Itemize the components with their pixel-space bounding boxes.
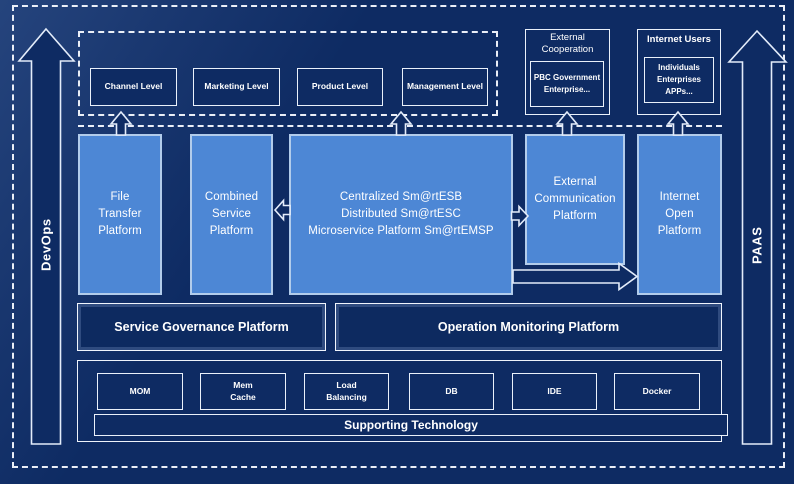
supporting-technology-bar: Supporting Technology xyxy=(94,414,728,436)
service-governance-platform-label: Service Governance Platform xyxy=(114,319,289,334)
tech-label: IDE xyxy=(547,385,562,396)
external-communication-platform-label: External Communication Platform xyxy=(534,176,616,222)
devops-rail-label: DevOps xyxy=(38,218,54,272)
esb-core-platform-box: Centralized Sm@rtESB Distributed Sm@rtES… xyxy=(289,134,513,295)
external-cooperation-box: External Cooperation PBC Government Ente… xyxy=(525,29,610,115)
file-transfer-platform-box: File Transfer Platform xyxy=(78,134,162,295)
internet-users-members-box: Individuals Enterprises APPs... xyxy=(644,57,714,103)
internet-users-members: Individuals Enterprises APPs... xyxy=(656,63,702,96)
internet-open-platform-box: Internet Open Platform xyxy=(637,134,722,295)
external-cooperation-title: External Cooperation xyxy=(541,32,594,56)
tech-box-load-balancing: Load Balancing xyxy=(304,373,389,410)
level-label: Product Level xyxy=(311,81,369,92)
level-box-marketing: Marketing Level xyxy=(193,68,280,106)
tech-label: DB xyxy=(445,385,458,396)
tech-box-ide: IDE xyxy=(512,373,597,410)
level-label: Marketing Level xyxy=(204,81,269,92)
combined-service-platform-box: Combined Service Platform xyxy=(190,134,273,295)
tech-label: Docker xyxy=(642,385,672,396)
combined-service-platform-label: Combined Service Platform xyxy=(204,191,259,237)
internet-users-box: Internet Users Individuals Enterprises A… xyxy=(637,29,721,115)
file-transfer-platform-label: File Transfer Platform xyxy=(98,191,142,237)
level-box-management: Management Level xyxy=(402,68,488,106)
tech-box-docker: Docker xyxy=(614,373,700,410)
external-communication-platform-box: External Communication Platform xyxy=(525,134,625,265)
level-label: Channel Level xyxy=(104,81,163,92)
external-cooperation-members: PBC Government Enterprise... xyxy=(533,73,601,94)
operation-monitoring-platform-box: Operation Monitoring Platform xyxy=(335,303,722,351)
internet-users-title: Internet Users xyxy=(647,34,711,45)
operation-monitoring-platform-label: Operation Monitoring Platform xyxy=(437,319,620,334)
level-label: Management Level xyxy=(406,81,484,92)
service-governance-platform-box: Service Governance Platform xyxy=(77,303,326,351)
level-box-channel: Channel Level xyxy=(90,68,177,106)
levels-group-dashed-border xyxy=(78,31,498,116)
supporting-technology-container xyxy=(77,360,722,442)
esb-core-platform-label: Centralized Sm@rtESB Distributed Sm@rtES… xyxy=(308,191,494,237)
tech-label: MOM xyxy=(129,385,151,396)
paas-rail-label: PAAS xyxy=(749,226,765,264)
level-box-product: Product Level xyxy=(297,68,383,106)
internet-open-platform-label: Internet Open Platform xyxy=(657,191,702,237)
tech-box-db: DB xyxy=(409,373,494,410)
tech-label: Mem Cache xyxy=(230,380,256,402)
external-cooperation-members-box: PBC Government Enterprise... xyxy=(530,61,604,107)
tech-label: Load Balancing xyxy=(326,380,367,402)
tech-box-mem-cache: Mem Cache xyxy=(200,373,286,410)
layer-separator-dashed-line xyxy=(78,125,722,127)
tech-box-mom: MOM xyxy=(97,373,183,410)
supporting-technology-label: Supporting Technology xyxy=(344,417,478,432)
